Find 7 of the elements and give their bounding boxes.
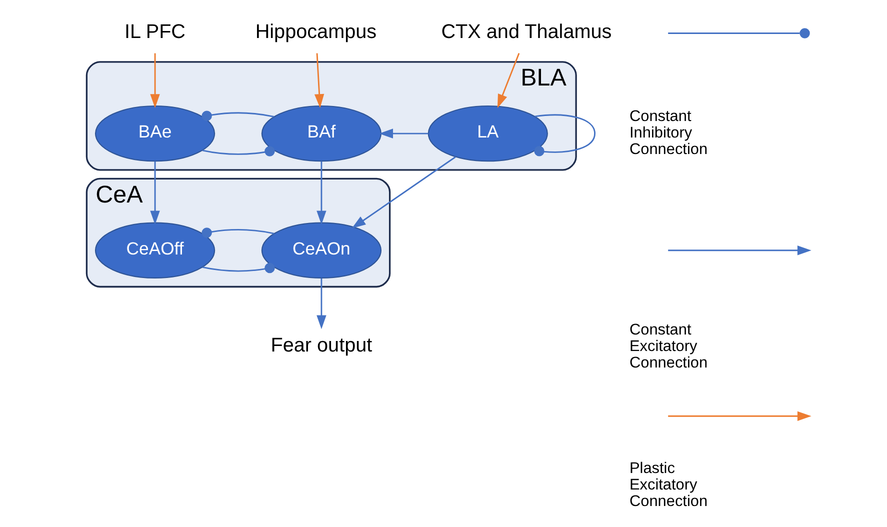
node-text: Hippocampus	[254, 20, 376, 43]
legend-label: Plastic Excitatory Connection	[629, 459, 708, 510]
node-text: IL PFC	[124, 20, 186, 43]
node-text: CTX and Thalamus	[440, 20, 612, 43]
legend-label: Constant Inhibitory Connection	[629, 108, 708, 158]
node-text: Fear output	[270, 334, 372, 356]
legend-label: Constant Excitatory Connection	[629, 320, 708, 371]
